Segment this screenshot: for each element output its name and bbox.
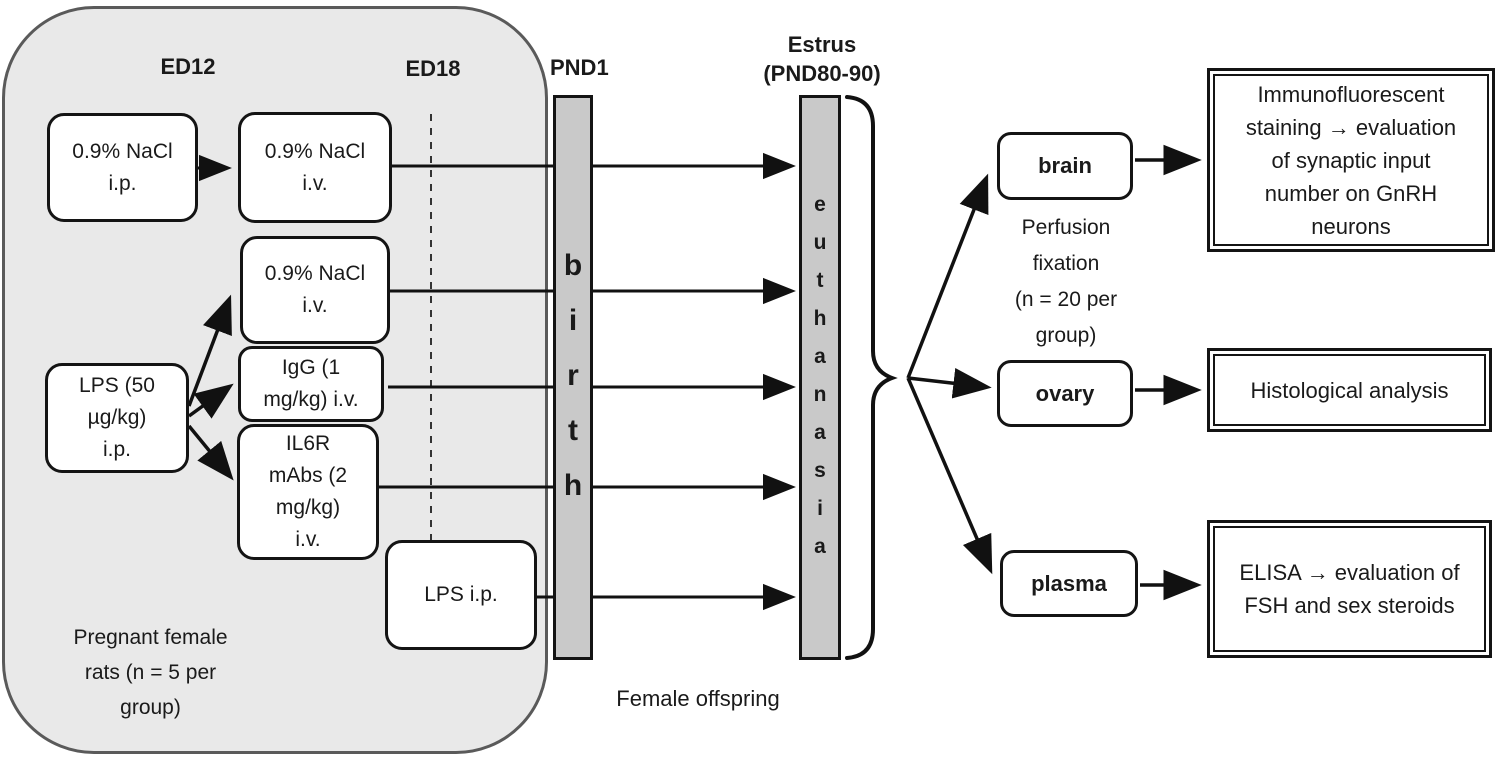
box-ovary: ovary	[997, 360, 1133, 427]
box-lps50: LPS (50 µg/kg) i.p.	[45, 363, 189, 473]
box-nacl-ip: 0.9% NaCl i.p.	[47, 113, 198, 222]
box-lps-ed18: LPS i.p.	[385, 540, 537, 650]
box-brain: brain	[997, 132, 1133, 200]
arrow-to-plasma	[906, 377, 993, 575]
arrow-to-ovary	[907, 367, 992, 399]
box-brain-outcome: Immunofluorescent staining → evaluation …	[1207, 68, 1495, 252]
box-nacl-iv-mid: 0.9% NaCl i.v.	[240, 236, 390, 344]
box-plasma: plasma	[1000, 550, 1138, 617]
euthanasia-brace	[845, 95, 898, 660]
birth-bar: b i r t h	[553, 95, 593, 660]
estrus-heading: Estrus (PND80-90)	[763, 32, 881, 86]
box-ovary-outcome: Histological analysis	[1207, 348, 1492, 432]
arrow-lps50-to-igg	[187, 383, 234, 419]
female-offspring-caption: Female offspring	[616, 686, 780, 711]
euthanasia-bar: e u t h a n a s i a	[799, 95, 841, 660]
box-il6r: IL6R mAbs (2 mg/kg) i.v.	[237, 424, 379, 560]
arrow-to-brain	[906, 173, 989, 379]
ed12-heading: ED12	[160, 54, 216, 79]
ovary-outcome-text: Histological analysis	[1213, 354, 1486, 426]
box-plasma-outcome: ELISA → evaluation of FSH and sex steroi…	[1207, 520, 1492, 658]
box-nacl-iv-top: 0.9% NaCl i.v.	[238, 112, 392, 223]
ed18-heading: ED18	[405, 56, 461, 81]
plasma-outcome-text: ELISA → evaluation of FSH and sex steroi…	[1213, 526, 1486, 652]
euthanasia-bar-label: e u t h a n a s i a	[813, 193, 827, 558]
birth-bar-label: b i r t h	[563, 249, 583, 502]
pnd1-heading: PND1	[550, 55, 609, 80]
perfusion-fixation-caption: Perfusion fixation (n = 20 per group)	[1014, 216, 1118, 347]
box-igg: IgG (1 mg/kg) i.v.	[238, 346, 384, 422]
brain-outcome-text: Immunofluorescent staining → evaluation …	[1213, 74, 1489, 246]
arrow-lps50-to-il6r	[187, 424, 234, 481]
pregnant-rats-caption: Pregnant female rats (n = 5 per group)	[73, 626, 228, 719]
